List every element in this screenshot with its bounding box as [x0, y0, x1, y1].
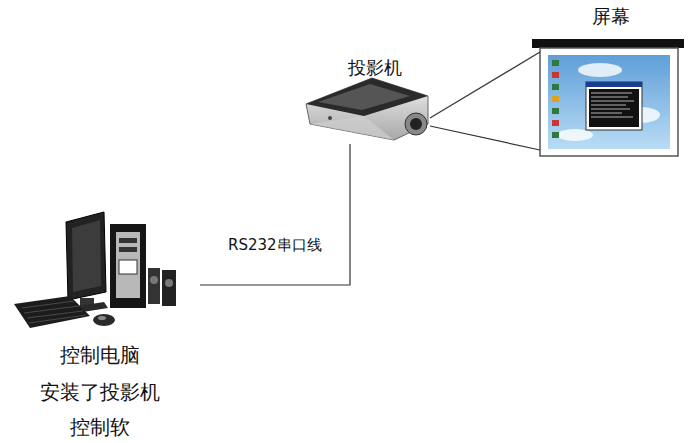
- computer-picture: [14, 212, 176, 328]
- projector-picture: [306, 78, 428, 140]
- connector-label: RS232串口线: [226, 236, 324, 255]
- node-heading: 屏幕: [540, 4, 682, 28]
- screen-picture: [532, 39, 684, 156]
- node-heading: 控制电脑: [0, 341, 200, 369]
- computer-node: 控制电脑安装了投影机 控制软: [0, 205, 200, 443]
- connector-line: [200, 144, 350, 285]
- projector-node: 投影机: [300, 56, 430, 144]
- node-body: 安装了投影机 控制软: [30, 375, 170, 443]
- node-heading: 投影机: [300, 56, 450, 80]
- screen-node: 屏幕: [540, 4, 682, 158]
- connector-line: [430, 52, 540, 150]
